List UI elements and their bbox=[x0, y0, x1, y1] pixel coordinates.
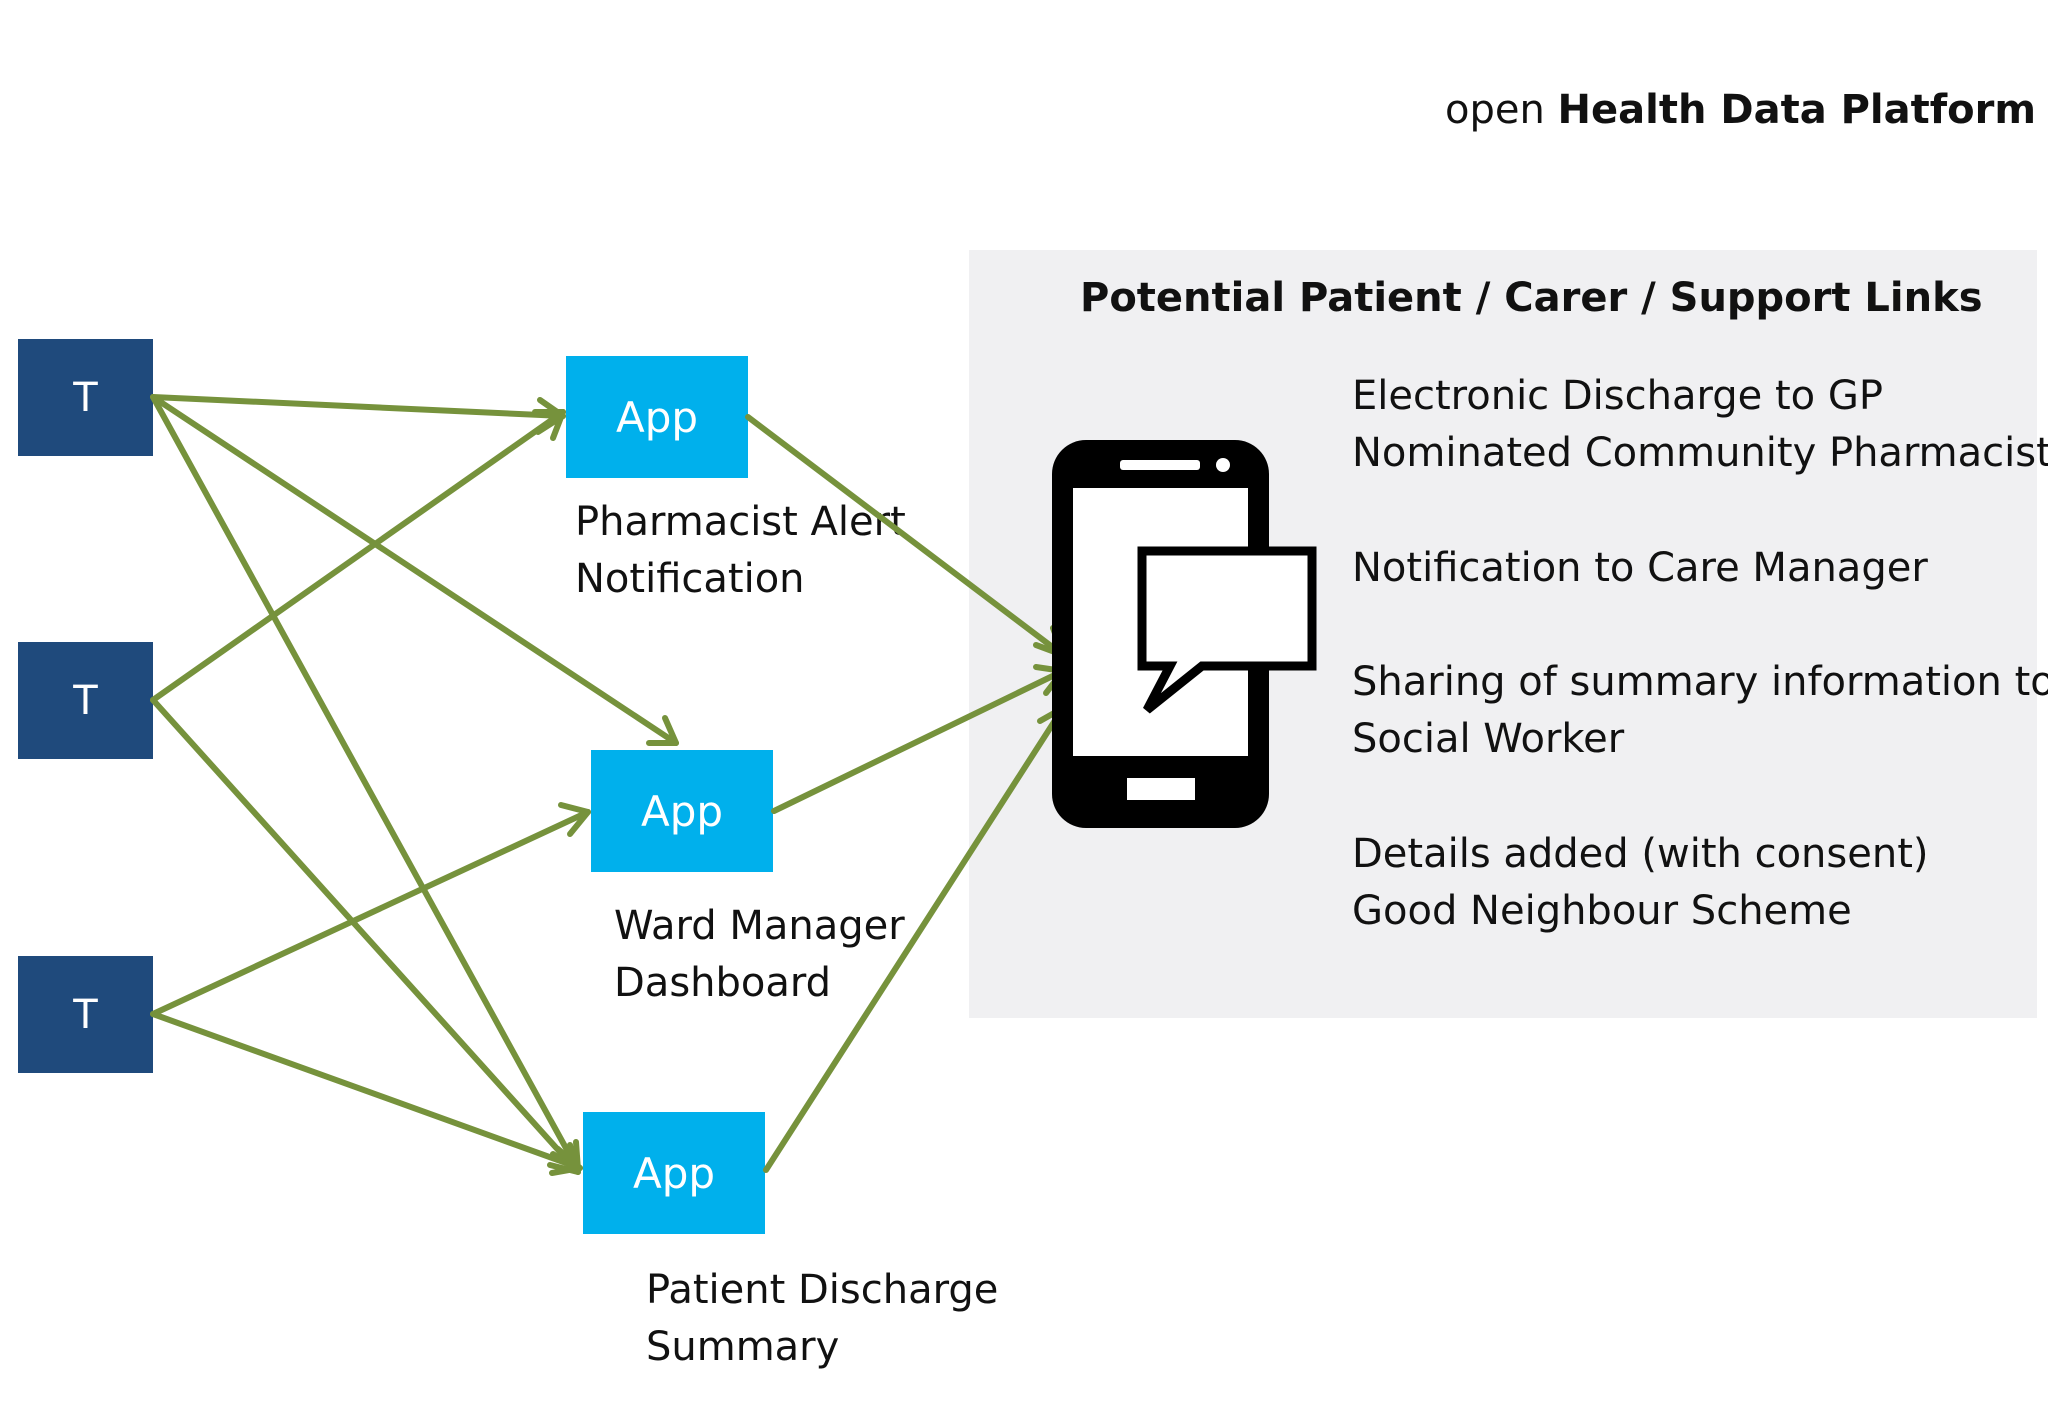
app-box-label: App bbox=[640, 786, 724, 836]
link-item-line1: Sharing of summary information to bbox=[1352, 659, 2048, 705]
source-node-label: T bbox=[73, 374, 98, 421]
link-item-line1: Details added (with consent) bbox=[1352, 831, 1929, 877]
app-caption-line1: Patient Discharge bbox=[646, 1267, 999, 1313]
source-node-3: T bbox=[18, 956, 153, 1073]
app-caption-line1: Ward Manager bbox=[614, 903, 905, 949]
arrow-t1-app3 bbox=[150, 394, 581, 1173]
app-caption-discharge: Patient Discharge Summary bbox=[646, 1262, 998, 1376]
link-item-care-manager: Notification to Care Manager bbox=[1352, 540, 1928, 597]
title-bold: Health Data Platform bbox=[1557, 87, 2037, 133]
app-caption-line1: Pharmacist Alert bbox=[575, 499, 906, 545]
app-caption-ward-manager: Ward Manager Dashboard bbox=[614, 898, 905, 1012]
page-title: open Health Data Platform bbox=[1445, 82, 2036, 138]
link-item-line2: Good Neighbour Scheme bbox=[1352, 888, 1852, 934]
arrowhead-t2-app3 bbox=[547, 1142, 581, 1175]
app-box-label: App bbox=[615, 392, 699, 442]
link-item-social-worker: Sharing of summary information to Social… bbox=[1352, 654, 2048, 768]
app-ward-manager: App bbox=[591, 750, 773, 872]
arrow-t2-app3 bbox=[150, 697, 581, 1175]
smartphone-message-icon bbox=[1052, 440, 1317, 828]
app-caption-line2: Dashboard bbox=[614, 960, 832, 1006]
source-node-2: T bbox=[18, 642, 153, 759]
arrow-app3-phone bbox=[763, 705, 1066, 1173]
panel-heading: Potential Patient / Carer / Support Link… bbox=[1080, 275, 1983, 321]
app-caption-line2: Notification bbox=[575, 556, 805, 602]
link-item-line1: Electronic Discharge to GP bbox=[1352, 373, 1883, 419]
link-item-line1: Notification to Care Manager bbox=[1352, 545, 1928, 591]
title-prefix: open bbox=[1445, 87, 1545, 133]
app-box-label: App bbox=[632, 1148, 716, 1198]
arrow-app2-phone bbox=[771, 668, 1066, 814]
app-pharmacist-alert: App bbox=[566, 356, 748, 478]
arrow-t1-app2 bbox=[150, 394, 679, 746]
arrow-t3-app2 bbox=[150, 809, 591, 1017]
arrow-t1-app1 bbox=[150, 394, 566, 419]
app-caption-pharmacist: Pharmacist Alert Notification bbox=[575, 494, 906, 608]
source-node-label: T bbox=[73, 991, 98, 1038]
arrow-t2-app1 bbox=[150, 409, 566, 703]
arrowhead-t3-app3 bbox=[549, 1146, 583, 1176]
arrowhead-t2-app1 bbox=[532, 409, 566, 441]
app-caption-line2: Summary bbox=[646, 1324, 840, 1370]
source-node-1: T bbox=[18, 339, 153, 456]
link-item-discharge: Electronic Discharge to GP Nominated Com… bbox=[1352, 368, 2048, 482]
link-item-line2: Nominated Community Pharmacist bbox=[1352, 430, 2048, 476]
arrowhead-t1-app2 bbox=[646, 715, 679, 746]
arrow-app1-phone bbox=[745, 414, 1066, 658]
arrow-t3-app3 bbox=[150, 1011, 583, 1171]
app-discharge-summary: App bbox=[583, 1112, 765, 1234]
link-item-line2: Social Worker bbox=[1352, 716, 1625, 762]
link-item-good-neighbour: Details added (with consent) Good Neighb… bbox=[1352, 826, 1928, 940]
source-node-label: T bbox=[73, 677, 98, 724]
arrowhead-t3-app2 bbox=[558, 802, 591, 837]
